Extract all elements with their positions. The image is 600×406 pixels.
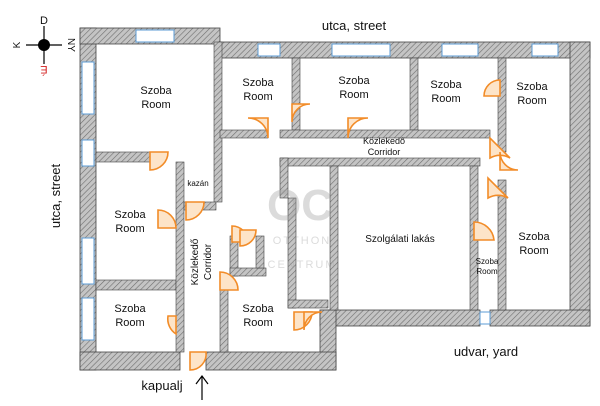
compass-east: NY [65,38,76,52]
windows [81,29,559,341]
watermark-line2: CENTRUM [268,259,337,271]
boiler-label: kazán [187,179,208,188]
interior-walls [95,41,507,353]
street-left-label: utca, street [48,163,63,228]
watermark-logo: OC [267,181,333,230]
watermark-line1: OTTHON [273,235,331,247]
compass: D K NY É [12,15,76,76]
watermark: OC OTTHON CENTRUM [267,181,337,271]
street-top-label: utca, street [322,18,387,33]
service-flat-label: Szolgálati lakás [365,234,434,245]
gate-label: kapualj [141,378,182,393]
compass-south: É [40,63,47,76]
compass-north: D [40,15,48,27]
entrance-arrow [195,375,209,400]
compass-west: K [12,41,23,48]
doors [149,79,519,371]
outer-walls [79,27,591,371]
yard-label: udvar, yard [454,344,518,359]
compass-center [38,39,50,51]
